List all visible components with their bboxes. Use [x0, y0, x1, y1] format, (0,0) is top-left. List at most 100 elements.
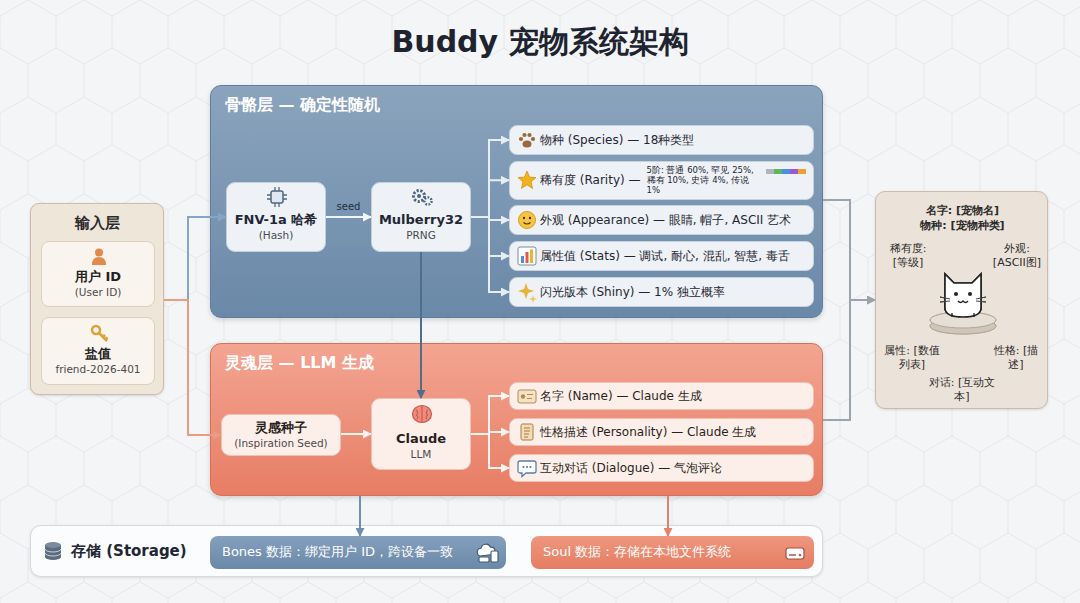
cat-eye — [954, 292, 958, 296]
cat-icon — [930, 274, 996, 334]
node-label: 性格描述 (Personality) — Claude 生成 — [540, 425, 807, 440]
icon-shape — [413, 406, 432, 423]
icon-shape — [479, 557, 489, 562]
chip-symbol — [267, 187, 287, 207]
icon-shape — [786, 548, 804, 559]
icon-shape — [527, 395, 533, 399]
node-sublabel: LLM — [411, 448, 432, 462]
icon-shape — [519, 212, 536, 229]
brain-icon — [413, 406, 432, 423]
node-label: 名字 (Name) — Claude 生成 — [540, 389, 807, 404]
icon-shape — [521, 394, 525, 398]
cat-icon — [930, 274, 996, 334]
node-label: 物种 (Species) — 18种类型 — [540, 133, 807, 148]
node-label: FNV-1a 哈希 — [235, 212, 318, 229]
node-sublabel: 外观: [ASCII图] — [990, 242, 1044, 271]
icon-shape — [527, 133, 531, 137]
node-label: Bones 数据：绑定用户 ID，跨设备一致 — [222, 544, 472, 560]
attribute-box: 名字 (Name) — Claude 生成 — [509, 382, 814, 410]
icon-shape — [491, 551, 498, 562]
rarity-color-bar — [790, 169, 798, 174]
icon-shape — [95, 249, 103, 257]
cloud-icon — [477, 544, 498, 562]
star-icon — [518, 171, 536, 189]
connector-arrow — [471, 180, 509, 217]
rarity-color-bar — [782, 169, 790, 174]
drive-symbol — [785, 543, 805, 563]
cat-eye — [968, 292, 972, 296]
node-sublabel: 性格: [描述] — [988, 344, 1044, 373]
rarity-color-bar — [798, 169, 806, 174]
node-sublabel: (Hash) — [259, 229, 294, 243]
cat-symbol — [926, 262, 1000, 336]
cat-figure — [945, 274, 981, 317]
icon-shape — [271, 191, 283, 203]
node-label: 稀有度 (Rarity) — — [540, 173, 641, 188]
icon-shape — [789, 554, 796, 555]
input-panel: 输入层用户 ID(User ID) 盐值friend-2026-401 — [30, 203, 164, 395]
connector-arrow — [667, 496, 669, 536]
cat-paws — [952, 313, 974, 317]
bones-layer-panel: 骨骼层 — 确定性随机FNV-1a 哈希(Hash)Mulberry32PRNG… — [210, 85, 823, 318]
input-card: 盐值friend-2026-401 — [41, 317, 155, 385]
star-symbol — [517, 170, 537, 190]
chip-icon — [267, 187, 287, 207]
connector-arrow — [471, 396, 509, 434]
icon-shape — [518, 461, 536, 477]
connector-arrow — [823, 200, 875, 300]
gears-icon — [414, 191, 432, 205]
bubble-icon — [518, 461, 536, 477]
icon-shape — [526, 466, 528, 468]
node-label: 输入层 — [31, 204, 163, 233]
connector-arrow — [823, 300, 875, 420]
icon-shape — [45, 542, 61, 548]
connector-arrow — [164, 300, 221, 435]
node-sublabel: friend-2026-401 — [55, 363, 140, 377]
face-symbol — [517, 210, 537, 230]
connector-arrow — [326, 216, 371, 218]
soul-layer-panel: 灵魂层 — LLM 生成灵感种子(Inspiration Seed) Claude… — [210, 343, 823, 496]
icon-shape — [518, 390, 536, 403]
icon-shape — [799, 553, 802, 556]
bars-symbol — [517, 246, 537, 266]
brain-symbol — [411, 404, 433, 424]
key-icon — [92, 326, 108, 341]
connector-arrow — [471, 217, 509, 256]
attribute-box: 物种 (Species) — 18种类型 — [509, 125, 814, 155]
db-symbol — [43, 541, 63, 561]
node-sublabel: (User ID) — [75, 286, 122, 300]
node-sublabel: 5阶: 普通 60%, 罕见 25%, 稀有 10%, 史诗 4%, 传说 1% — [647, 165, 808, 196]
rarity-bar — [766, 169, 806, 174]
node-sublabel: 物种: [宠物种类] — [876, 219, 1049, 233]
scroll-icon — [521, 424, 533, 440]
rarity-color-bar — [766, 169, 774, 174]
connectors — [164, 140, 875, 536]
cat-whiskers — [940, 297, 986, 302]
node-label: Claude — [396, 431, 446, 448]
icon-shape — [92, 326, 100, 334]
input-card: 用户 ID(User ID) — [41, 241, 155, 307]
icon-shape — [518, 247, 536, 265]
node-sublabel: 对话: [互动文本] — [922, 376, 1002, 405]
node-label: 互动对话 (Dialogue) — 气泡评论 — [540, 461, 807, 476]
llm-box: ClaudeLLM — [371, 398, 471, 470]
node-label: 灵魂层 — LLM 生成 — [211, 344, 822, 383]
icon-shape — [531, 137, 535, 141]
seed-box: 灵感种子(Inspiration Seed) — [221, 414, 341, 456]
storage-bar: 存储 (Storage)Bones 数据：绑定用户 ID，跨设备一致Soul 数… — [30, 525, 823, 577]
node-label: 骨骼层 — 确定性随机 — [211, 86, 822, 125]
connector-arrow — [164, 217, 226, 300]
node-label: 外观 (Appearance) — 眼睛, 帽子, ASCII 艺术 — [540, 213, 807, 228]
cat-mouth — [958, 301, 968, 303]
connector-arrow — [420, 252, 422, 398]
attribute-box: 属性值 (Stats) — 调试, 耐心, 混乱, 智慧, 毒舌 — [509, 241, 814, 271]
paw-symbol — [517, 130, 537, 150]
connector-arrow — [359, 496, 361, 536]
icon-shape — [267, 187, 287, 207]
connector-arrow — [471, 217, 509, 220]
face-icon — [519, 212, 536, 229]
